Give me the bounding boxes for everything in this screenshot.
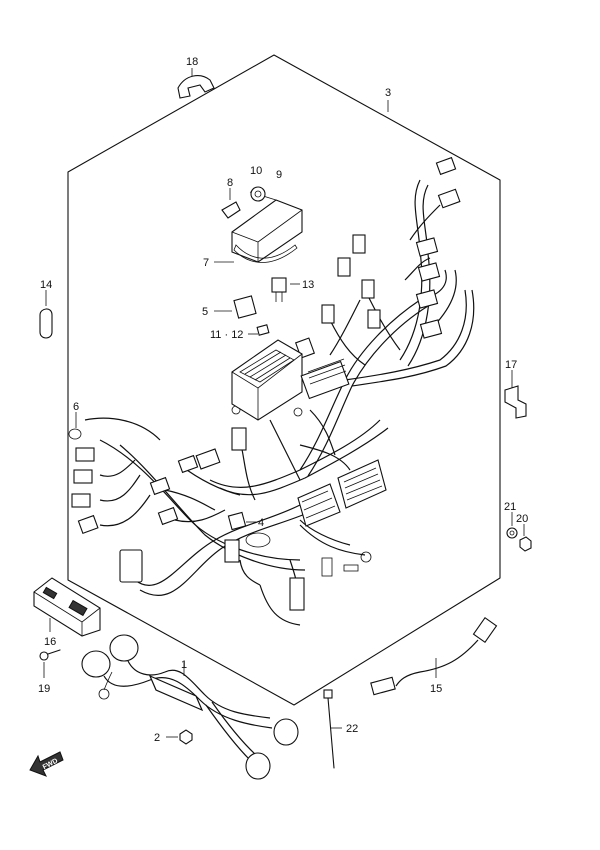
callout-16: 16	[44, 636, 56, 648]
callout-21: 21	[504, 501, 516, 513]
callout-15: 15	[430, 683, 442, 695]
forward-direction-arrow: FWD	[29, 751, 64, 777]
coupler-part-4	[227, 511, 256, 531]
callout-3: 3	[385, 87, 391, 99]
ecu-connectors	[297, 459, 387, 527]
callout-13: 13	[302, 279, 314, 291]
callout-10: 10	[250, 165, 262, 177]
relay-part-5	[214, 295, 257, 319]
callout-4: 4	[258, 517, 264, 529]
harness-connectors	[68, 156, 461, 611]
callout-17: 17	[505, 359, 517, 371]
callout-14: 14	[40, 279, 52, 291]
callout-2: 2	[154, 732, 160, 744]
grommet-part-10	[250, 186, 266, 202]
callout-5: 5	[202, 306, 208, 318]
fuse-part-13	[271, 277, 300, 302]
junction-box	[231, 339, 350, 421]
callout-8: 8	[227, 177, 233, 189]
relay-holder-part-9	[231, 191, 303, 263]
callout-22: 22	[346, 723, 358, 735]
bracket-part-17	[504, 370, 527, 419]
callout-7: 7	[203, 257, 209, 269]
callout-6: 6	[73, 401, 79, 413]
cable-tie-part-22	[323, 689, 342, 769]
lead-wire-part-15	[370, 617, 498, 696]
callout-18: 18	[186, 56, 198, 68]
callout-19: 19	[38, 683, 50, 695]
callout-1: 1	[181, 659, 187, 671]
cap-part-14	[39, 290, 53, 339]
washer-part-21	[506, 512, 518, 539]
callout-labels: 1 2 3 4 5 6 7 8 9 10 11 · 12 13 14 15 16…	[38, 56, 528, 744]
assembly-boundary-frame	[67, 54, 501, 706]
bracket-part-16	[33, 577, 101, 637]
screw-part-19	[39, 649, 61, 678]
nut-part-20	[519, 524, 532, 552]
sub-harness-part-1	[81, 634, 299, 780]
clip-part-18	[177, 68, 215, 99]
callout-20: 20	[516, 513, 528, 525]
nut-part-2	[166, 729, 193, 745]
callout-9: 9	[276, 169, 282, 181]
bracket-part-8	[221, 188, 241, 219]
callout-11-12: 11 · 12	[210, 329, 243, 341]
fuse-part-11-12	[248, 324, 270, 336]
